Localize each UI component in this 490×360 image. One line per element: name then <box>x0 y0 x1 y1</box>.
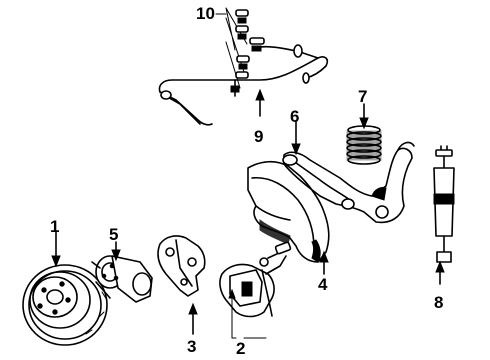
caliper-bracket <box>157 235 206 297</box>
brake-rotor <box>22 264 108 346</box>
coil-spring <box>346 125 382 165</box>
callout-7: 7 <box>358 87 367 106</box>
callout-9: 9 <box>254 127 263 146</box>
hub-assembly <box>91 255 153 303</box>
callout-3: 3 <box>187 337 196 356</box>
lower-control-arm <box>282 141 415 224</box>
shock-absorber <box>433 145 455 263</box>
stabilizer-link-hardware <box>225 7 265 97</box>
callout-4: 4 <box>318 275 328 294</box>
callout-5: 5 <box>109 225 118 244</box>
callout-10: 10 <box>196 4 215 23</box>
splash-shield <box>247 160 330 263</box>
callout-6: 6 <box>290 107 299 126</box>
leader-lines <box>51 13 445 339</box>
brake-caliper <box>219 241 292 318</box>
stabilizer-bar <box>158 44 329 126</box>
callout-1: 1 <box>50 217 59 236</box>
callout-2: 2 <box>236 339 245 358</box>
callout-8: 8 <box>434 293 443 312</box>
